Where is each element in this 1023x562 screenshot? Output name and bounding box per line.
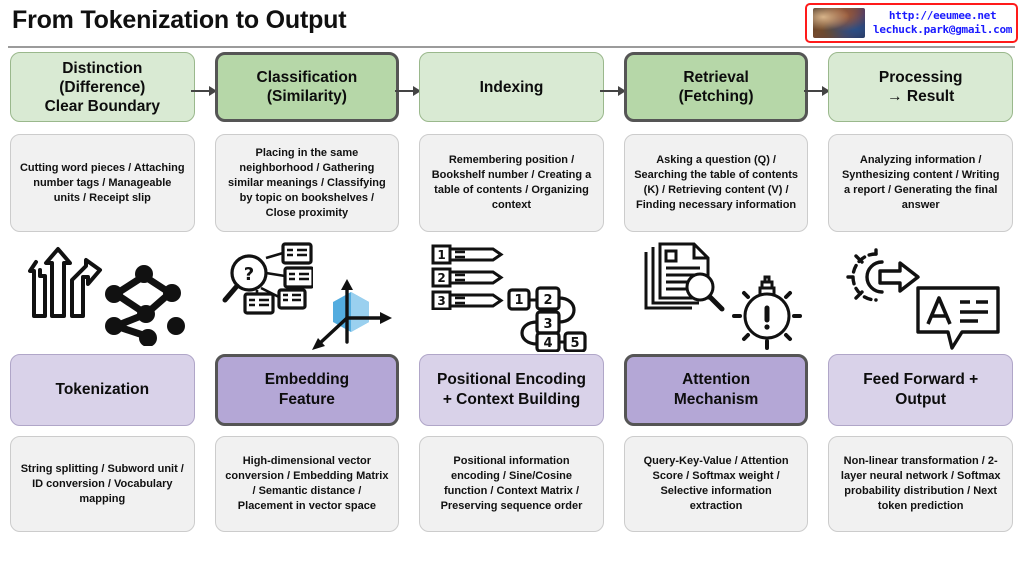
svg-text:3: 3 (438, 294, 446, 308)
component-card-3[interactable]: Positional Encoding + Context Building (419, 354, 604, 426)
svg-text:1: 1 (438, 248, 446, 262)
svg-text:5: 5 (571, 336, 580, 351)
stage-description-4: Asking a question (Q) / Searching the ta… (623, 134, 809, 232)
icon-band-5 (828, 242, 1013, 354)
stage-card-1[interactable]: Distinction (Difference) Clear Boundary (10, 52, 217, 122)
component-title-line: Output (895, 391, 947, 408)
component-title-line: Attention (682, 371, 751, 388)
component-title-line: + Context Building (442, 391, 581, 408)
diverging-arrows-icon (28, 247, 102, 318)
sequence-chain-icon: 1 2 3 4 5 (507, 286, 587, 352)
watermark-url[interactable]: http://eeumee.net (888, 9, 997, 22)
lightbulb-alert-icon (731, 275, 802, 350)
svg-text:?: ? (243, 264, 253, 285)
watermark-badge: http://eeumee.net lechuck.park@gmail.com (805, 3, 1018, 43)
component-card-4[interactable]: Attention Mechanism (623, 354, 809, 426)
component-description-5: Non-linear transformation / 2-layer neur… (828, 436, 1013, 532)
pipeline-column-2: Classification (Similarity) Placing in t… (205, 52, 422, 532)
stage-card-2[interactable]: Classification (Similarity) (214, 52, 422, 122)
icon-band-1 (10, 242, 195, 354)
watermark-text: http://eeumee.net lechuck.park@gmail.com (873, 9, 1012, 37)
stage-description-1: Cutting word pieces / Attaching number t… (10, 134, 195, 232)
documents-magnifier-icon (644, 242, 725, 312)
icon-band-4 (624, 242, 809, 354)
component-description-4: Query-Key-Value / Attention Score / Soft… (623, 436, 809, 532)
numbered-list-icon: 1 2 3 (431, 244, 504, 310)
stage-title-line: Retrieval (683, 69, 749, 86)
component-card-1[interactable]: Tokenization (10, 354, 195, 426)
gear-arrow-icon (846, 248, 921, 302)
component-title-line: Embedding (264, 371, 350, 388)
component-title-line: Tokenization (55, 381, 150, 398)
node-graph-icon (105, 265, 185, 346)
watermark-email[interactable]: lechuck.park@gmail.com (873, 23, 1013, 36)
svg-text:2: 2 (544, 293, 553, 308)
icon-band-3: 1 2 3 1 (419, 242, 604, 354)
pipeline-grid: Distinction (Difference) Clear Boundary … (0, 52, 1023, 532)
axes-hexagon-icon (311, 279, 392, 350)
stage-card-3[interactable]: Indexing (419, 52, 626, 122)
stage-card-4[interactable]: Retrieval (Fetching) (623, 52, 831, 122)
stage-title-line: (Fetching) (678, 88, 754, 105)
component-description-1: String splitting / Subword unit / ID con… (10, 436, 195, 532)
stage-title-line: (Difference) (59, 78, 146, 96)
header-divider (8, 46, 1015, 48)
stage-title-line: Processing (878, 69, 963, 86)
svg-text:3: 3 (544, 317, 553, 332)
page-header: From Tokenization to Output http://eeume… (0, 0, 1023, 48)
svg-text:4: 4 (544, 336, 553, 351)
stage-description-5: Analyzing information / Synthesizing con… (828, 134, 1013, 232)
component-title-line: Feed Forward + (863, 371, 979, 388)
component-title-line: Positional Encoding (437, 371, 586, 388)
stage-title-line: (Similarity) (266, 88, 347, 105)
pipeline-column-5: Processing → Result Analyzing informatio… (818, 52, 1023, 532)
stage-title-line: Distinction (62, 59, 143, 77)
component-title-line: Feature (278, 391, 335, 408)
stage-card-5[interactable]: Processing → Result (828, 52, 1013, 122)
pipeline-column-4: Retrieval (Fetching) Asking a question (… (614, 52, 831, 532)
component-card-5[interactable]: Feed Forward + Output (828, 354, 1013, 426)
component-title-line: Mechanism (673, 391, 759, 408)
svg-text:2: 2 (438, 271, 446, 285)
speech-bubble-text-icon (916, 286, 1001, 350)
component-description-2: High-dimensional vector conversion / Emb… (214, 436, 400, 532)
stage-title-line: Clear Boundary (44, 97, 160, 115)
stage-title-line: → Result (887, 88, 955, 105)
stage-title-line: Classification (256, 69, 358, 86)
page-title: From Tokenization to Output (12, 6, 347, 34)
icon-band-2: ? (215, 242, 400, 354)
svg-text:1: 1 (515, 293, 524, 308)
photo-thumbnail-icon (813, 8, 865, 38)
pipeline-column-3: Indexing Remembering position / Bookshel… (409, 52, 626, 532)
magnifier-question-cards-icon: ? (222, 242, 313, 315)
pipeline-column-1: Distinction (Difference) Clear Boundary … (0, 52, 217, 532)
stage-title-line: Indexing (479, 78, 544, 96)
component-card-2[interactable]: Embedding Feature (214, 354, 400, 426)
component-description-3: Positional information encoding / Sine/C… (419, 436, 604, 532)
stage-description-3: Remembering position / Bookshelf number … (419, 134, 604, 232)
stage-description-2: Placing in the same neighborhood / Gathe… (214, 134, 400, 232)
